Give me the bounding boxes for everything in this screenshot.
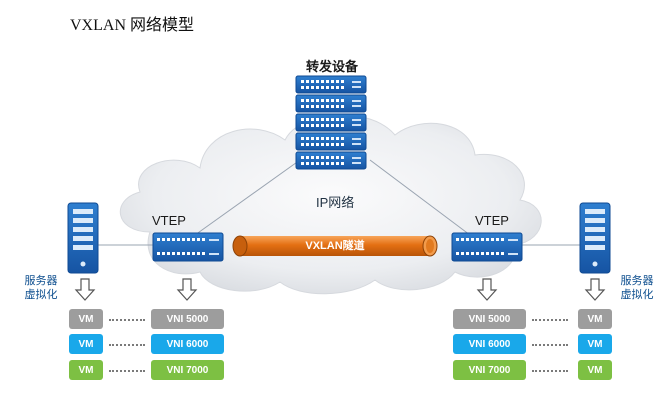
server-rack-icon — [67, 202, 99, 274]
vtep-left-label: VTEP — [152, 213, 186, 228]
vni-box-left: VNI 7000 — [151, 360, 224, 380]
dotted-connector — [109, 344, 145, 346]
forwarding-device-label: 转发设备 — [306, 59, 359, 74]
server-rack-icon — [579, 202, 611, 274]
vni-box-right: VNI 7000 — [453, 360, 526, 380]
arrow-down-icon — [584, 278, 606, 301]
vm-box-left: VM — [69, 334, 103, 354]
side-label-line: 虚拟化 — [24, 289, 58, 301]
vm-box-right: VM — [578, 334, 612, 354]
connection-lines — [98, 159, 580, 246]
vm-box-left: VM — [69, 360, 103, 380]
switch-icon — [451, 232, 523, 262]
vni-box-left: VNI 5000 — [151, 309, 224, 329]
vni-box-left: VNI 6000 — [151, 334, 224, 354]
forwarding-device-stack — [295, 75, 367, 170]
dotted-connector — [532, 370, 568, 372]
vni-box-right: VNI 5000 — [453, 309, 526, 329]
tunnel-pipe-icon — [232, 235, 438, 257]
tunnel-label: VXLAN隧道 — [305, 240, 365, 252]
server-virtualization-right-label: 服务器 虚拟化 — [617, 274, 657, 302]
side-label-line: 服务器 — [24, 275, 58, 287]
side-label-line: 服务器 — [620, 275, 654, 287]
arrow-down-icon — [176, 278, 198, 301]
side-label-line: 虚拟化 — [620, 289, 654, 301]
vm-box-left: VM — [69, 309, 103, 329]
ip-network-label: IP网络 — [316, 195, 355, 210]
server-virtualization-left-label: 服务器 虚拟化 — [21, 274, 61, 302]
dotted-connector — [109, 370, 145, 372]
switch-icon — [152, 232, 224, 262]
vm-box-right: VM — [578, 309, 612, 329]
vm-box-right: VM — [578, 360, 612, 380]
page-title: VXLAN 网络模型 — [70, 17, 194, 34]
arrow-down-icon — [74, 278, 606, 301]
dotted-connector — [109, 319, 145, 321]
dotted-connector — [532, 319, 568, 321]
dotted-connector — [532, 344, 568, 346]
vtep-right-label: VTEP — [475, 213, 509, 228]
arrow-down-icon — [74, 278, 96, 301]
arrow-down-icon — [476, 278, 498, 301]
vni-box-right: VNI 6000 — [453, 334, 526, 354]
